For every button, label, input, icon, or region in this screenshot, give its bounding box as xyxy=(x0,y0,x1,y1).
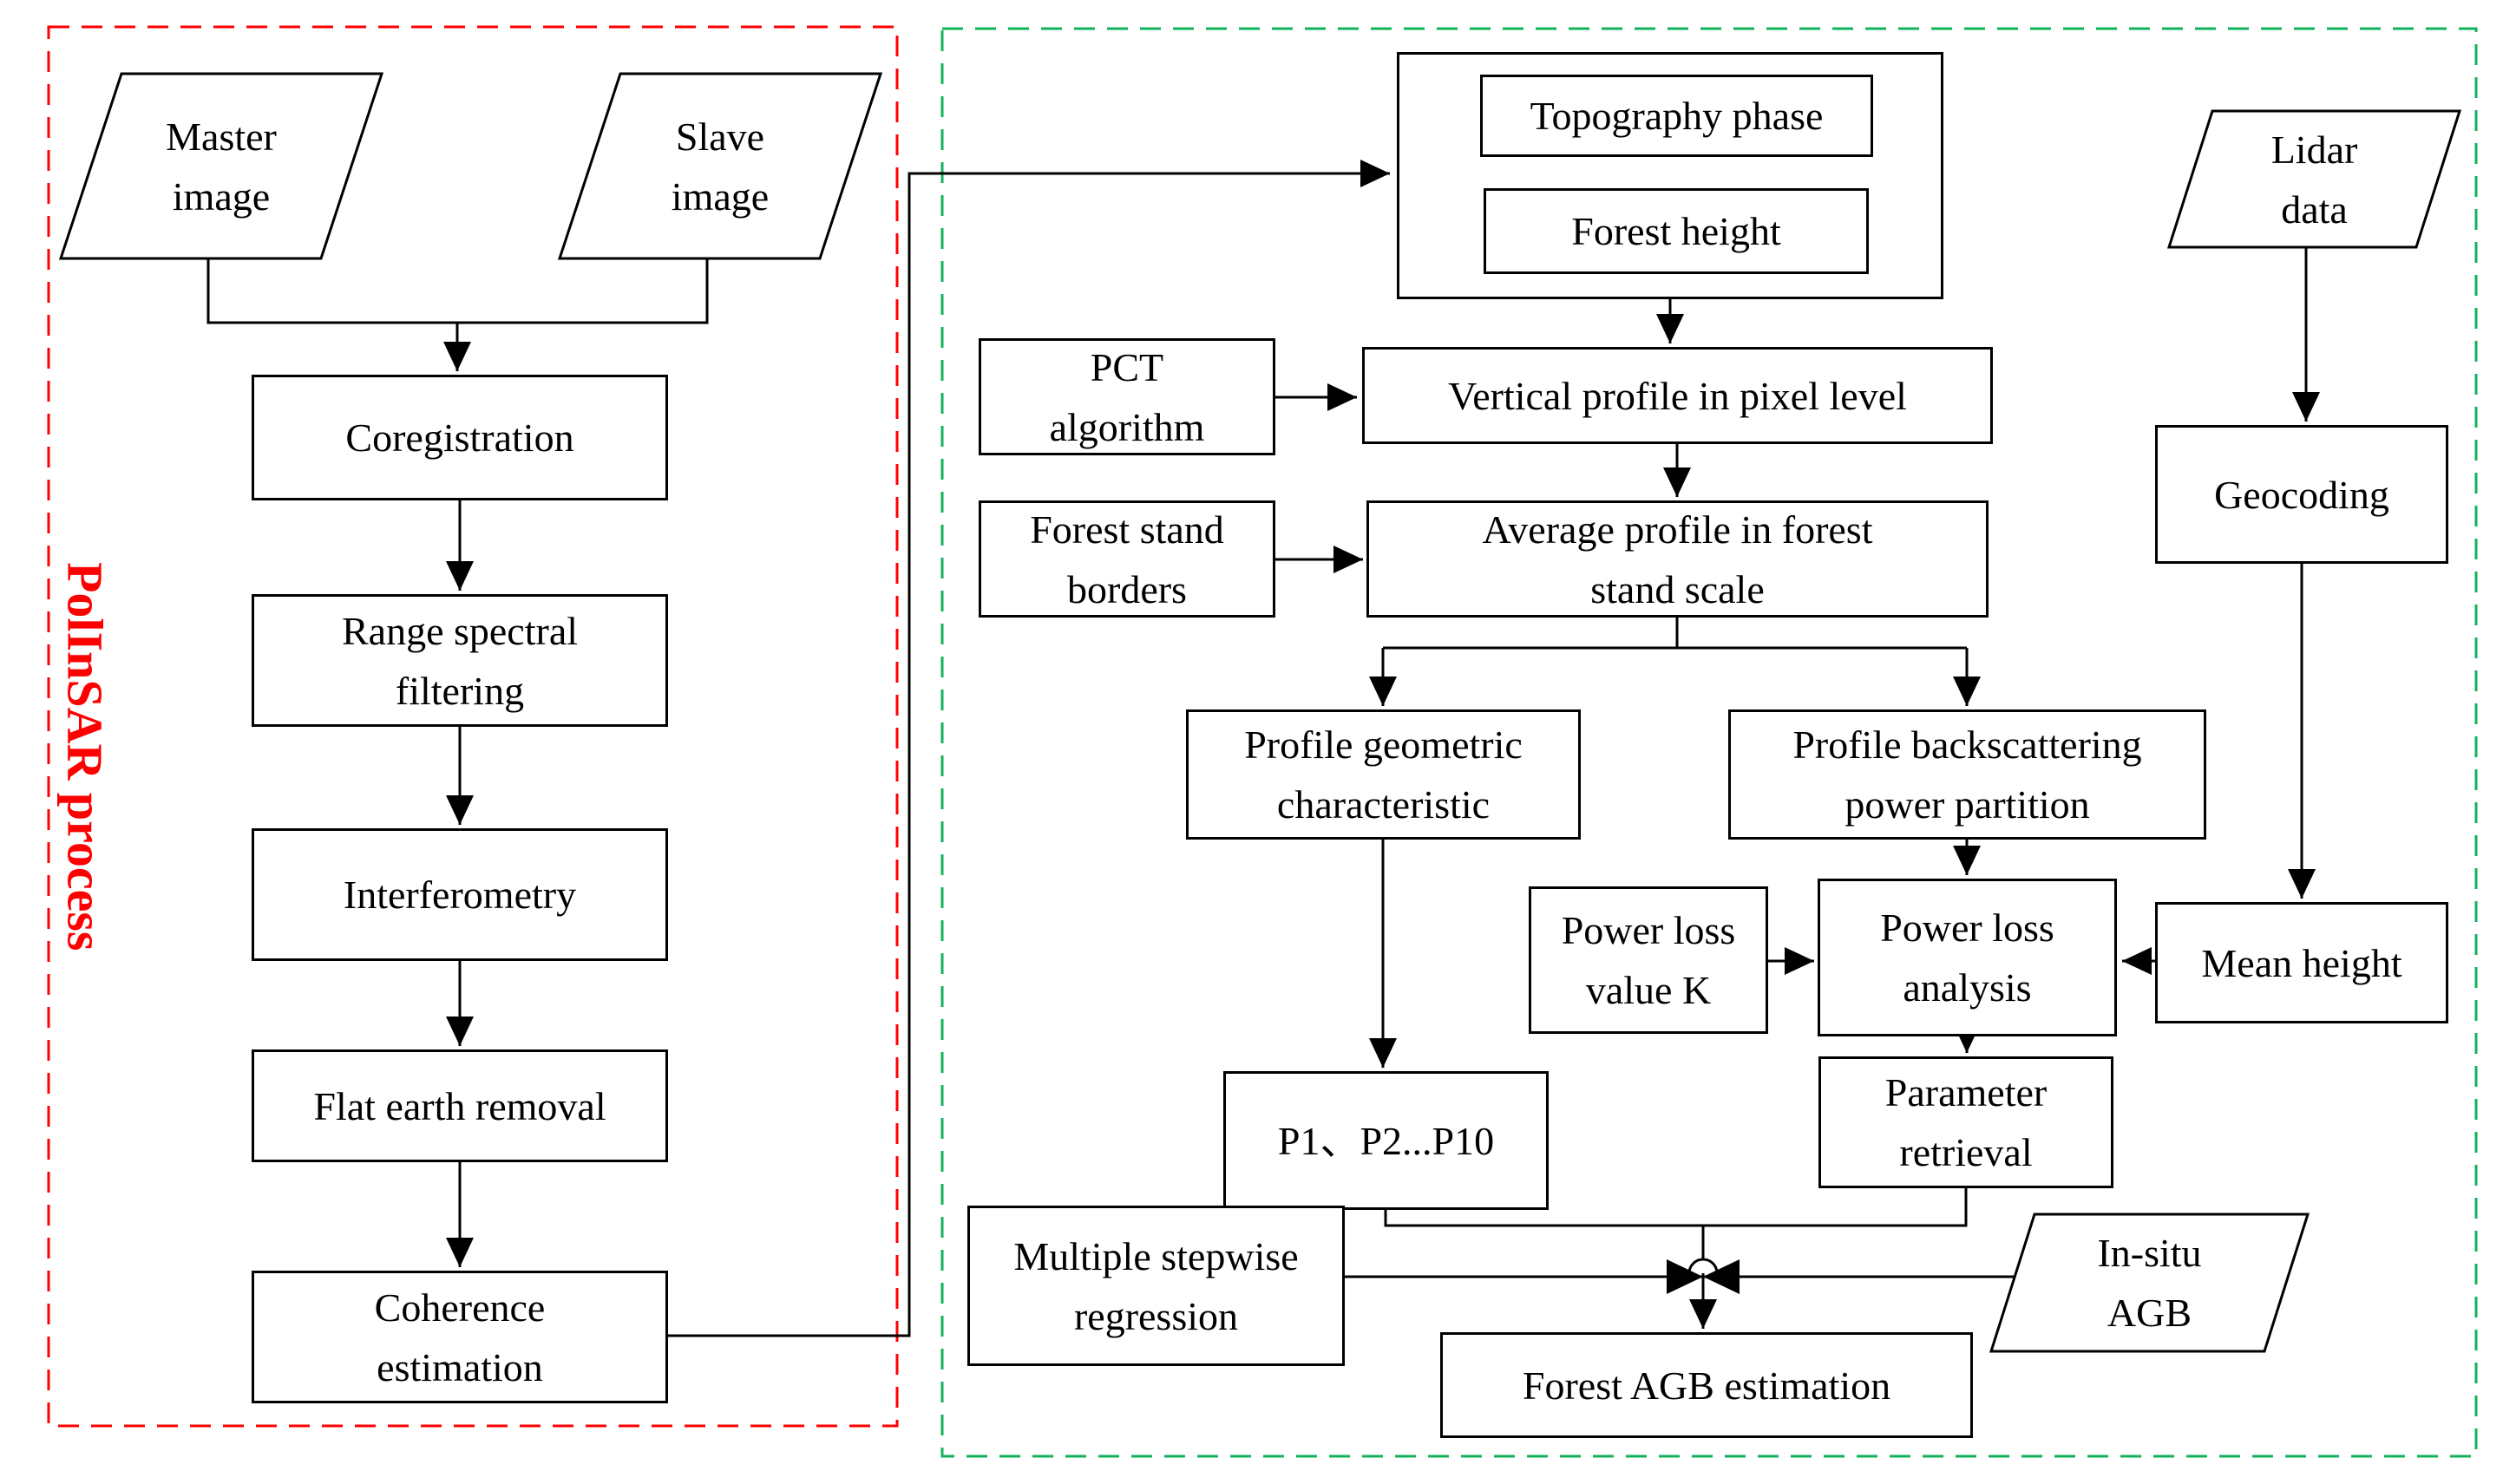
line-hop xyxy=(1687,1258,1719,1274)
estimation-group-border xyxy=(940,27,2478,1458)
parameter-retrieval-node: Parameter retrieval xyxy=(1818,1056,2113,1188)
flat-earth-removal-node: Flat earth removal xyxy=(252,1049,668,1162)
insitu-agb-node: In-situ AGB xyxy=(2097,1231,2202,1335)
coregistration-node: Coregistration xyxy=(252,375,668,500)
junction-arrowhead-right xyxy=(1667,1259,1703,1294)
forest-height-node: Forest height xyxy=(1484,188,1869,274)
profile-geometric-node: Profile geometric characteristic xyxy=(1186,709,1581,840)
power-loss-analysis-node: Power loss analysis xyxy=(1818,879,2117,1036)
junction-arrowhead-left xyxy=(1703,1259,1740,1294)
geocoding-node: Geocoding xyxy=(2155,425,2448,564)
slave-image-parallelogram xyxy=(557,72,883,260)
mean-height-node: Mean height xyxy=(2155,902,2448,1023)
bottom-merge-connector xyxy=(1384,1188,1968,1227)
average-profile-node: Average profile in forest stand scale xyxy=(1366,500,1989,618)
master-image-parallelogram xyxy=(58,72,384,260)
power-loss-value-k-node: Power loss value K xyxy=(1529,886,1768,1034)
lidar-data-node: Lidar data xyxy=(2270,127,2358,232)
polinsar-process-label: PolInSAR process xyxy=(56,562,114,951)
multiple-stepwise-regression-node: Multiple stepwise regression xyxy=(967,1206,1345,1366)
insitu-agb-parallelogram xyxy=(1989,1213,2310,1353)
pct-algorithm-node: PCT algorithm xyxy=(979,338,1275,455)
arrow-coherence-to-topography xyxy=(668,160,1390,1337)
p-variables-node: P1、P2...P10 xyxy=(1223,1071,1549,1210)
master-image-node: Master image xyxy=(166,114,277,219)
range-spectral-filtering-node: Range spectral filtering xyxy=(252,594,668,727)
forest-stand-borders-node: Forest stand borders xyxy=(979,500,1275,618)
slave-image-node: Slave image xyxy=(671,114,770,219)
vertical-profile-node: Vertical profile in pixel level xyxy=(1362,347,1993,444)
split-connector-left xyxy=(1383,618,1679,650)
profile-backscattering-node: Profile backscattering power partition xyxy=(1728,709,2206,840)
interferometry-node: Interferometry xyxy=(252,828,668,961)
topography-phase-node: Topography phase xyxy=(1480,75,1873,157)
forest-agb-estimation-node: Forest AGB estimation xyxy=(1440,1332,1973,1438)
lidar-data-parallelogram xyxy=(2166,109,2462,249)
image-merge-connector xyxy=(206,258,709,324)
polinsar-group-border xyxy=(47,25,899,1428)
coherence-estimation-node: Coherence estimation xyxy=(252,1271,668,1403)
